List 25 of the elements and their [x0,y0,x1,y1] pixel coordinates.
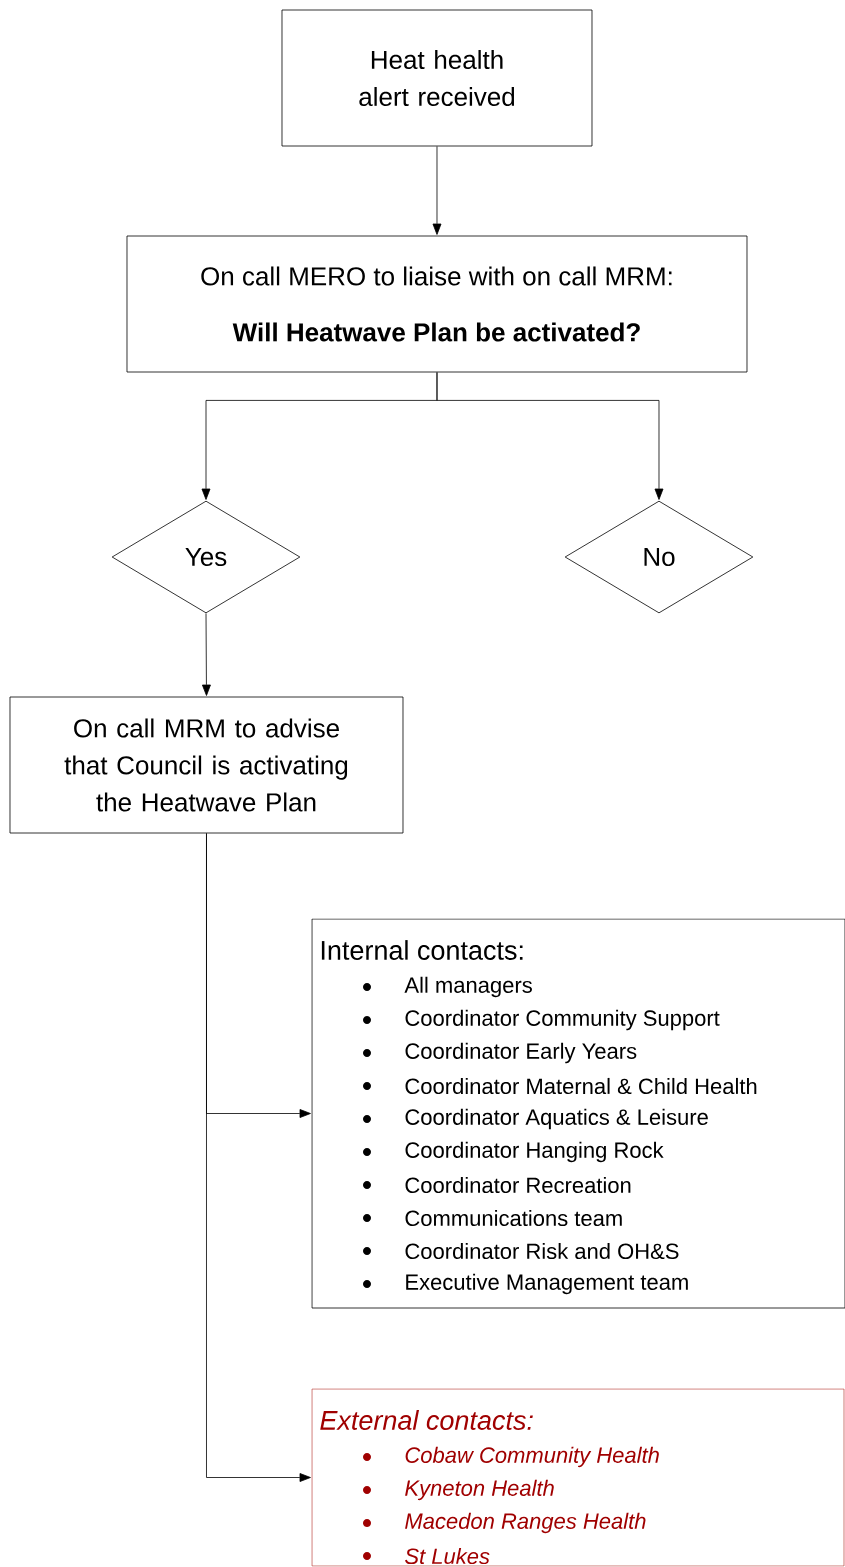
process-box: On call MRM to advise that Council is activating the Heatwave Plan [9,696,404,834]
list-item: St Lukes [405,1547,490,1565]
arrow [436,372,664,500]
list-item: Coordinator Recreation [405,1176,631,1194]
list-item: Communications team [405,1209,622,1227]
list-item: Executive Management team [406,1273,688,1295]
arrow [432,146,442,235]
arrow [202,613,211,696]
list-heading: Internal contacts: [321,940,523,960]
list-item: Coordinator Maternal & Child Health [405,1077,757,1095]
list-item: Coordinator Hanging Rock [405,1141,664,1163]
list-item: All managers [404,976,532,998]
list-heading: External contacts: [320,1410,533,1430]
list-item: Coordinator Community Support [405,1009,720,1031]
arrow [206,833,311,1482]
list-item: Kyneton Health [405,1479,554,1501]
contact-list-box [311,1388,845,1567]
contact-list-box [311,918,845,1309]
list-item: Macedon Ranges Health [405,1512,646,1534]
list-item: Cobaw Community Health [405,1446,659,1468]
process-box: Heat health alert received [281,9,593,147]
list-item: Coordinator Early Years [405,1042,637,1064]
decision-box: On call MERO to liaise with on call MRM: Will Heatwave Plan be activated? [126,235,748,373]
list-item: Coordinator Aquatics & Leisure [405,1108,708,1130]
list-item: Coordinator Risk and OH&S [405,1242,679,1260]
